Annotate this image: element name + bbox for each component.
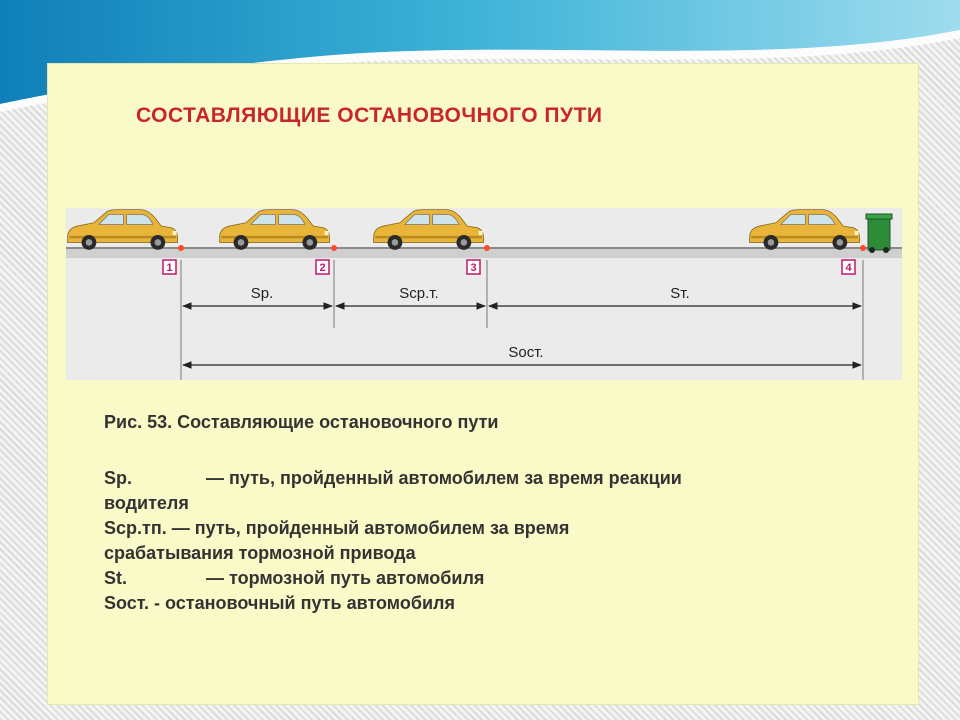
content-panel (48, 64, 918, 704)
svg-text:3: 3 (470, 262, 476, 274)
svg-text:2: 2 (319, 262, 325, 274)
page-title: СОСТАВЛЯЮЩИЕ ОСТАНОВОЧНОГО ПУТИ (136, 104, 603, 127)
legend-item-st: St. — тормозной путь автомобиля (104, 566, 864, 591)
legend-item-scrt: Sср.тп. — путь, пройденный автомобилем з… (104, 516, 864, 541)
segment-sost-label: Sост. (508, 344, 543, 361)
segment-sr-label: Sр. (251, 285, 274, 302)
car-icon-3 (373, 209, 484, 251)
legend-text-continued: срабатывания тормозной привода (104, 543, 416, 563)
marker-4: 4 (841, 259, 856, 275)
legend-text: — путь, пройденный автомобилем за время (171, 518, 570, 538)
obstacle-icon (865, 213, 893, 253)
svg-text:4: 4 (845, 262, 852, 274)
legend-item-sr-cont: водителя (104, 491, 864, 516)
legend-text: - остановочный путь автомобиля (154, 593, 455, 613)
car-icon-1 (67, 209, 178, 251)
legend-text: — тормозной путь автомобиля (206, 568, 485, 588)
figure-caption: Рис. 53. Составляющие остановочного пути (104, 412, 499, 432)
position-dot-1 (178, 245, 184, 251)
segment-scrt-label: Sср.т. (399, 285, 438, 302)
legend-symbol: Sр. (104, 468, 133, 488)
segment-st-label: Sт. (670, 285, 689, 302)
legend-item-scrt-cont: срабатывания тормозной привода (104, 541, 864, 566)
position-dot-2 (331, 245, 337, 251)
marker-1: 1 (162, 259, 177, 275)
legend-symbol: Sср.тп. (104, 518, 167, 538)
svg-text:1: 1 (166, 262, 172, 274)
legend: Sр. — путь, пройденный автомобилем за вре… (104, 466, 864, 616)
car-icon-2 (219, 209, 330, 251)
marker-3: 3 (466, 259, 481, 275)
marker-2: 2 (315, 259, 330, 275)
legend-item-sost: Sост. - остановочный путь автомобиля (104, 591, 864, 616)
position-dot-4 (860, 245, 866, 251)
legend-text-continued: водителя (104, 493, 189, 513)
legend-symbol: Sост. (104, 593, 150, 613)
position-dot-3 (484, 245, 490, 251)
legend-symbol: St. (104, 568, 128, 588)
legend-text: — путь, пройденный автомобилем за время … (206, 468, 682, 488)
legend-item-sr: Sр. — путь, пройденный автомобилем за вре… (104, 466, 864, 491)
road-surface (66, 248, 902, 258)
stopping-distance-diagram: 1 2 3 4 Sр. Sср.т. Sт. Sост. (66, 209, 902, 380)
car-icon-4 (749, 209, 860, 251)
